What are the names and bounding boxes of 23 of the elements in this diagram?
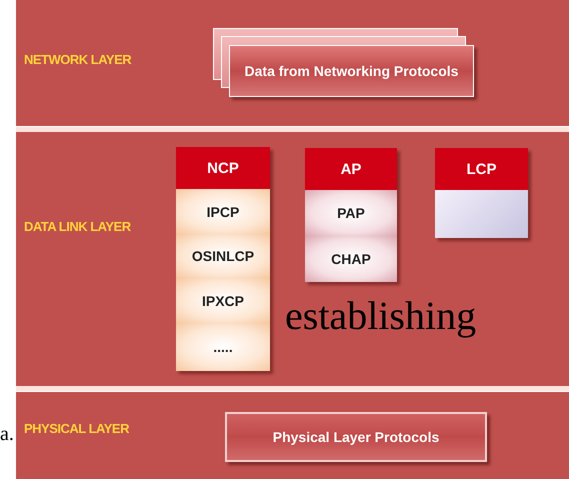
layer-label: DATA LINK LAYER <box>24 219 131 234</box>
protocol-box: ..... <box>176 323 270 371</box>
protocol-box: Physical Layer Protocols <box>225 412 487 462</box>
protocol-box: OSINLCP <box>176 234 270 278</box>
protocol-box: IPCP <box>176 189 270 234</box>
layer-band <box>16 392 569 479</box>
protocol-box: PAP <box>305 190 397 236</box>
column-header: LCP <box>435 148 528 190</box>
layer-band <box>16 132 569 386</box>
protocol-column <box>305 148 397 282</box>
column-header: NCP <box>176 147 270 189</box>
protocol-box: CHAP <box>305 236 397 282</box>
protocol-box: IPXCP <box>176 278 270 323</box>
layer-band <box>16 0 569 126</box>
protocol-column <box>435 148 528 238</box>
card-text: Data from Networking Protocols <box>244 63 458 79</box>
column-header: AP <box>305 148 397 190</box>
protocol-column <box>176 147 270 371</box>
overlay-text: establishing <box>285 296 476 336</box>
overlay-text: a. <box>0 424 14 444</box>
protocol-box <box>435 190 528 238</box>
layer-label: NETWORK LAYER <box>24 52 132 67</box>
layer-label: PHYSICAL LAYER <box>24 421 129 436</box>
